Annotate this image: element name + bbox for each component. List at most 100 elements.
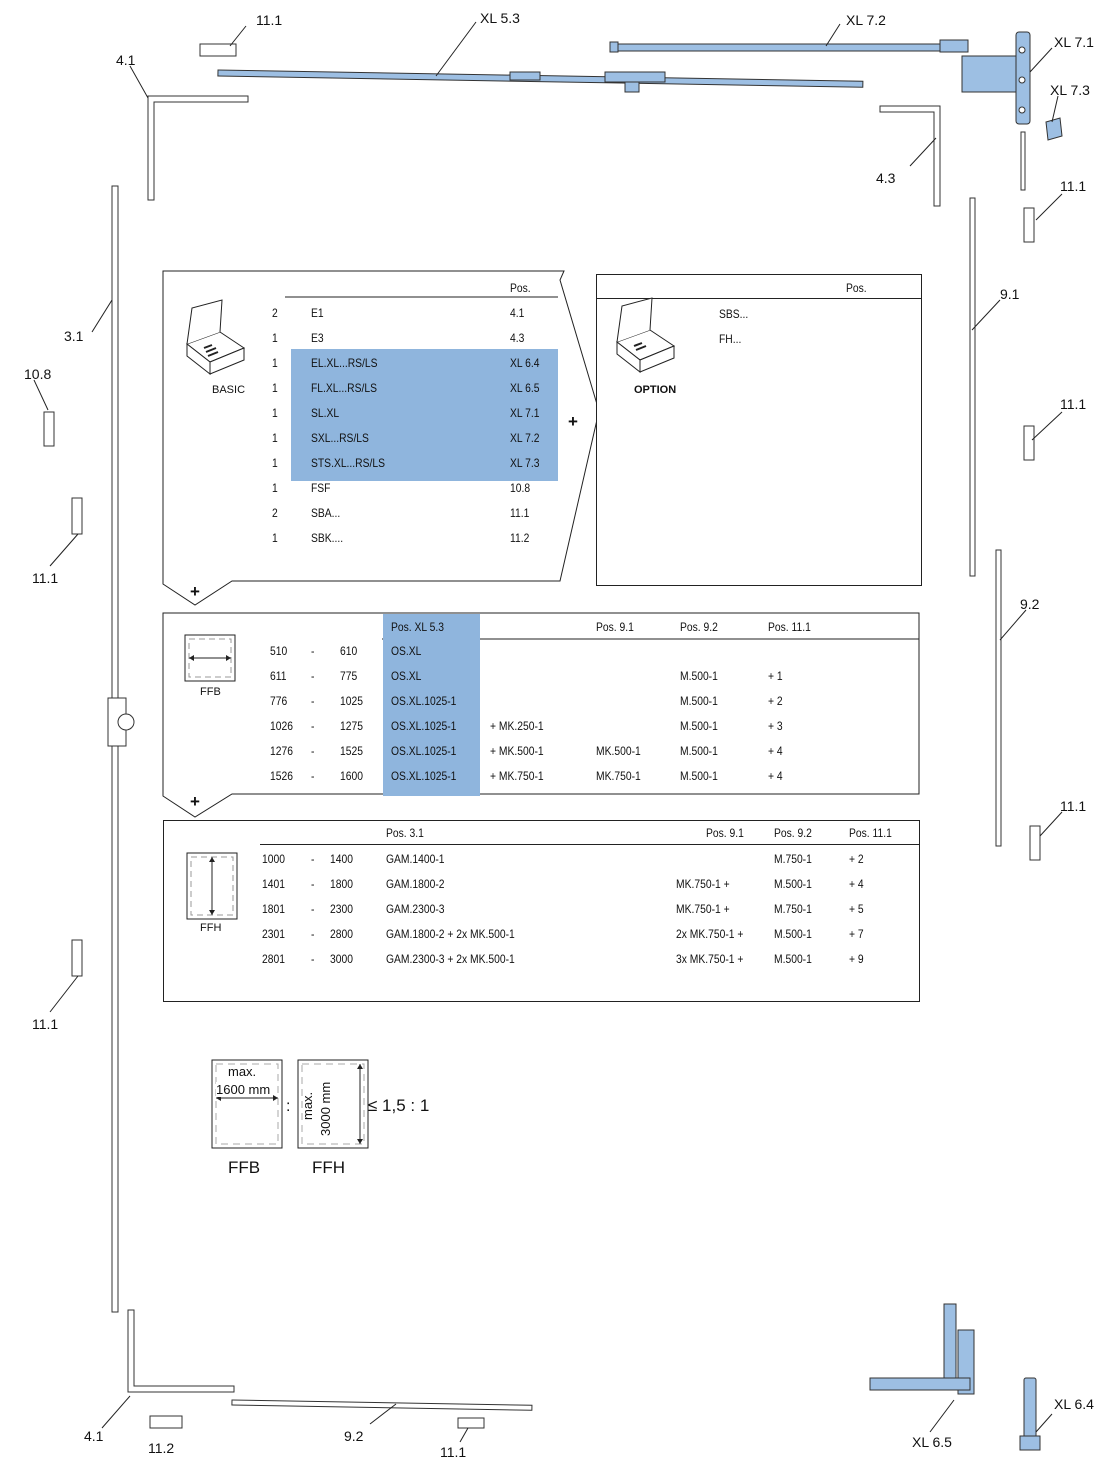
basic-panel-frame [162, 270, 600, 606]
basic-row-pos: 11.1 [510, 506, 530, 520]
ffb-header-xl53: Pos. XL 5.3 [391, 620, 444, 634]
ffh-row-to: 1800 [330, 877, 353, 891]
ffb-row-dash: - [311, 669, 315, 683]
label-10-8: 10.8 [24, 366, 52, 382]
basic-row-pos: 11.2 [510, 531, 530, 545]
basic-row-pos: 4.3 [510, 331, 525, 345]
ffb-width-icon [184, 634, 236, 682]
ffh-row-p91: MK.750-1 + [676, 902, 730, 916]
ffh-header-p91: Pos. 9.1 [706, 826, 744, 840]
label-11-2: 11.2 [148, 1440, 175, 1456]
ffh-row-to: 2800 [330, 927, 353, 941]
basic-row-pos: XL 7.1 [510, 406, 540, 420]
ratio-diagram [211, 1059, 369, 1149]
corner-4-3 [879, 105, 941, 207]
ffb-header-p92: Pos. 9.2 [680, 620, 718, 634]
ffb-row-p92: M.500-1 [680, 694, 718, 708]
basic-row-name: E1 [311, 306, 324, 320]
ffb-row-p92: M.500-1 [680, 719, 718, 733]
ffb-header-p91: Pos. 9.1 [596, 620, 634, 634]
ffb-row-to: 610 [340, 644, 358, 658]
xl-7-1-hinge [961, 31, 1031, 125]
basic-highlight [291, 349, 558, 481]
label-xl-5-3: XL 5.3 [480, 10, 520, 26]
label-9-2-bottom: 9.2 [344, 1428, 364, 1444]
ratio-ffh-value: 3000 mm [318, 1081, 333, 1136]
basic-row-qty: 1 [272, 456, 278, 470]
xl-7-2-rail [609, 39, 969, 53]
ffb-row-p111: + 3 [768, 719, 783, 733]
basic-row-pos: XL 7.3 [510, 456, 540, 470]
ffh-header-p111: Pos. 11.1 [849, 826, 892, 840]
ratio-ffh-max: max. [300, 1091, 315, 1120]
label-9-2-right: 9.2 [1020, 596, 1040, 612]
gear-9-2 [995, 549, 1002, 847]
ffb-row-xl53: OS.XL.1025-1 [391, 694, 457, 708]
plus-between-panels: + [568, 412, 578, 431]
basic-row-name: STS.XL...RS/LS [311, 456, 386, 470]
ffh-row-to: 3000 [330, 952, 353, 966]
ffh-row-from: 1801 [262, 902, 285, 916]
basic-row-name: FSF [311, 481, 331, 495]
option-icon-label: OPTION [634, 384, 677, 396]
ffb-row-xl53: OS.XL.1025-1 [391, 744, 457, 758]
basic-row-qty: 2 [272, 506, 278, 520]
ffh-row-to: 2300 [330, 902, 353, 916]
ffb-row-from: 776 [270, 694, 288, 708]
ffb-row-xl53: OS.XL [391, 669, 422, 683]
ffh-height-icon [186, 852, 238, 920]
ffb-row-p91: MK.750-1 [596, 769, 641, 783]
ffh-row-from: 1401 [262, 877, 285, 891]
xl-5-3-rail [217, 69, 864, 93]
ffh-row-p31: GAM.1400-1 [386, 852, 445, 866]
plus-ffb-bottom: + [190, 792, 200, 811]
basic-row-qty: 1 [272, 431, 278, 445]
ffh-row-p31: GAM.2300-3 + 2x MK.500-1 [386, 952, 515, 966]
ffb-icon-label: FFB [200, 686, 221, 698]
ffh-row-p111: + 4 [849, 877, 864, 891]
basic-row-qty: 1 [272, 406, 278, 420]
ffb-row-to: 1275 [340, 719, 363, 733]
ratio-ffb-max: max. [228, 1064, 257, 1079]
ffb-row-xl53: OS.XL [391, 644, 422, 658]
ffb-row-from: 510 [270, 644, 288, 658]
ffh-row-p92: M.500-1 [774, 927, 812, 941]
basic-row-qty: 1 [272, 331, 278, 345]
ffb-row-from: 1526 [270, 769, 293, 783]
ffb-row-p92: M.500-1 [680, 669, 718, 683]
basic-row-name: SL.XL [311, 406, 340, 420]
basic-row-name: SXL...RS/LS [311, 431, 369, 445]
ffh-row-to: 1400 [330, 852, 353, 866]
option-box-icon [615, 297, 676, 374]
ratio-ffb-label: FFB [228, 1158, 261, 1177]
ffh-row-dash: - [311, 877, 315, 891]
ffb-row-p91: MK.500-1 [596, 744, 641, 758]
corner-4-1-bottom [127, 1309, 235, 1393]
label-11-1-bottom: 11.1 [440, 1444, 467, 1460]
basic-icon-label: BASIC [212, 384, 246, 396]
ffb-row-dash: - [311, 744, 315, 758]
ffb-header-p111: Pos. 11.1 [768, 620, 811, 634]
basic-row-pos: 10.8 [510, 481, 531, 495]
ffb-row-mk: + MK.250-1 [490, 719, 544, 733]
label-xl-7-1: XL 7.1 [1054, 34, 1094, 50]
ffb-row-xl53: OS.XL.1025-1 [391, 769, 457, 783]
label-4-1-bottom: 4.1 [84, 1428, 104, 1444]
ffb-row-dash: - [311, 719, 315, 733]
ffb-row-to: 1025 [340, 694, 363, 708]
plus-basic-bottom: + [190, 582, 200, 601]
ffb-row-to: 1600 [340, 769, 363, 783]
basic-row-pos: XL 6.5 [510, 381, 540, 395]
ffb-row-to: 775 [340, 669, 358, 683]
ffh-row-p92: M.750-1 [774, 852, 812, 866]
label-xl-7-3: XL 7.3 [1050, 82, 1090, 98]
ffh-row-p111: + 5 [849, 902, 864, 916]
ffh-row-p31: GAM.2300-3 [386, 902, 445, 916]
label-11-1-left-2: 11.1 [32, 1016, 59, 1032]
gear-3-1 [111, 185, 119, 1313]
ratio-colon: : [286, 1098, 291, 1115]
basic-row-name: SBA... [311, 506, 341, 520]
ratio-ffb-value: 1600 mm [216, 1082, 271, 1097]
basic-row-qty: 1 [272, 381, 278, 395]
xl-6-5-corner [869, 1303, 975, 1395]
